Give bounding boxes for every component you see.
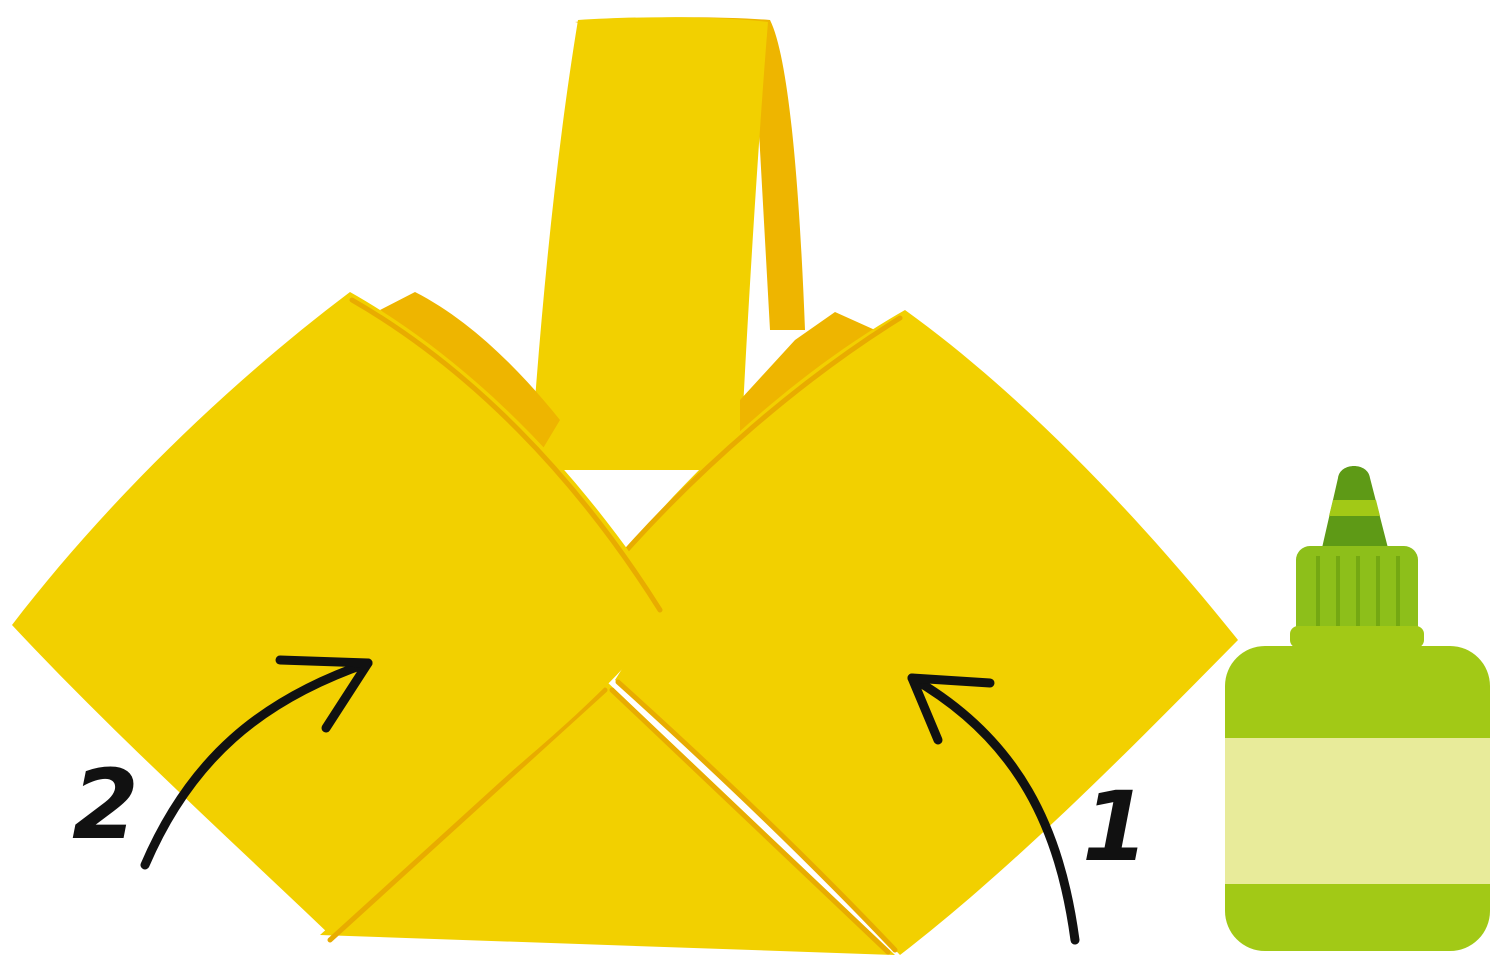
glue-label — [1225, 738, 1490, 884]
glue-bottle-icon — [1225, 466, 1490, 951]
glue-tip-band — [1329, 500, 1380, 516]
handle-front — [530, 17, 768, 470]
paper-basket-icon — [12, 17, 1238, 955]
step-1-label: 1 — [1082, 771, 1149, 883]
step-2-label: 2 — [72, 749, 139, 861]
glue-cap-collar — [1290, 626, 1424, 648]
